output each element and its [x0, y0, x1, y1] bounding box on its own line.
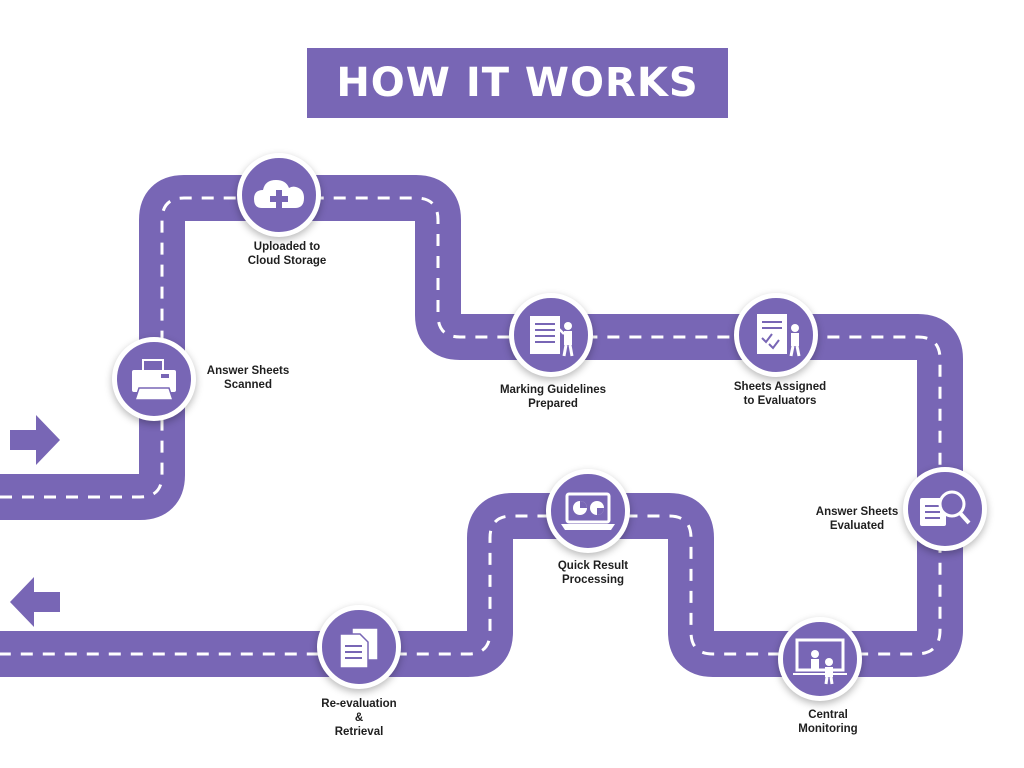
step-label-retrieval: Re-evaluation & Retrieval [321, 698, 397, 738]
step-node-cloud [237, 153, 321, 237]
laptop-chart-icon [561, 492, 615, 530]
cloud-upload-icon [254, 180, 304, 208]
step-node-monitoring [778, 617, 862, 701]
monitor-presentation-icon [793, 638, 847, 685]
presentation-guidelines-icon [530, 316, 574, 357]
step-node-scanned [112, 337, 196, 421]
step-node-evaluated [903, 467, 987, 551]
step-label-assigned: Sheets Assigned to Evaluators [733, 381, 827, 407]
arrow-left-icon [10, 577, 60, 627]
step-label-evaluated: Answer Sheets Evaluated [815, 506, 899, 532]
step-label-monitoring: Central Monitoring [798, 709, 858, 735]
step-label-cloud: Uploaded to Cloud Storage [247, 241, 327, 267]
step-label-scanned: Answer Sheets Scanned [206, 365, 290, 391]
printer-icon [132, 359, 176, 401]
step-node-assigned [734, 293, 818, 377]
step-node-retrieval [317, 605, 401, 689]
documents-icon [339, 627, 379, 669]
step-node-processing [546, 469, 630, 553]
page-title: HOW IT WORKS [336, 60, 699, 106]
title-banner: HOW IT WORKS [307, 48, 728, 118]
arrow-right-icon [10, 415, 60, 465]
step-label-processing: Quick Result Processing [557, 560, 629, 586]
step-node-guidelines [509, 293, 593, 377]
document-search-icon [920, 490, 971, 526]
step-label-guidelines: Marking Guidelines Prepared [499, 384, 607, 410]
checklist-assign-icon [757, 314, 801, 357]
